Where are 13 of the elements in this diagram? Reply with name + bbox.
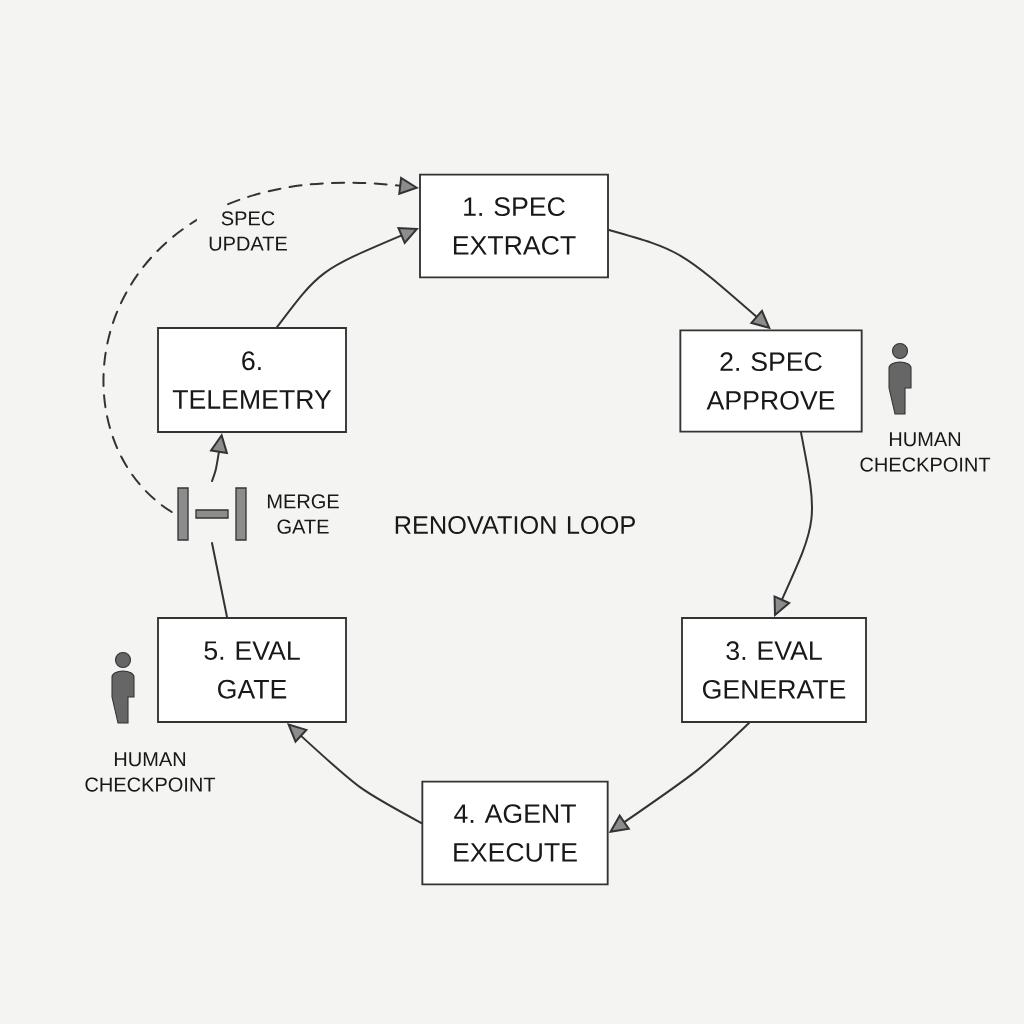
process-box: 4. AGENT EXECUTE	[421, 780, 609, 886]
process-box: 3. EVAL GENERATE	[681, 617, 867, 723]
process-box: 5. EVAL GATE	[157, 617, 347, 723]
edge-label: SPEC UPDATE	[196, 206, 300, 256]
arrow	[287, 723, 423, 824]
annotation-text: MERGE GATE	[267, 494, 339, 534]
annotation-text: HUMAN CHECKPOINT	[85, 752, 216, 792]
center-title: RENOVATION LOOP	[395, 516, 635, 534]
merge-gate-symbol	[177, 487, 247, 541]
process-box: 2. SPEC APPROVE	[679, 329, 863, 433]
process-box: 1. SPEC EXTRACT	[419, 173, 609, 279]
annotation-text: HUMAN CHECKPOINT	[860, 432, 991, 472]
process-box: 6. TELEMETRY	[157, 327, 347, 433]
